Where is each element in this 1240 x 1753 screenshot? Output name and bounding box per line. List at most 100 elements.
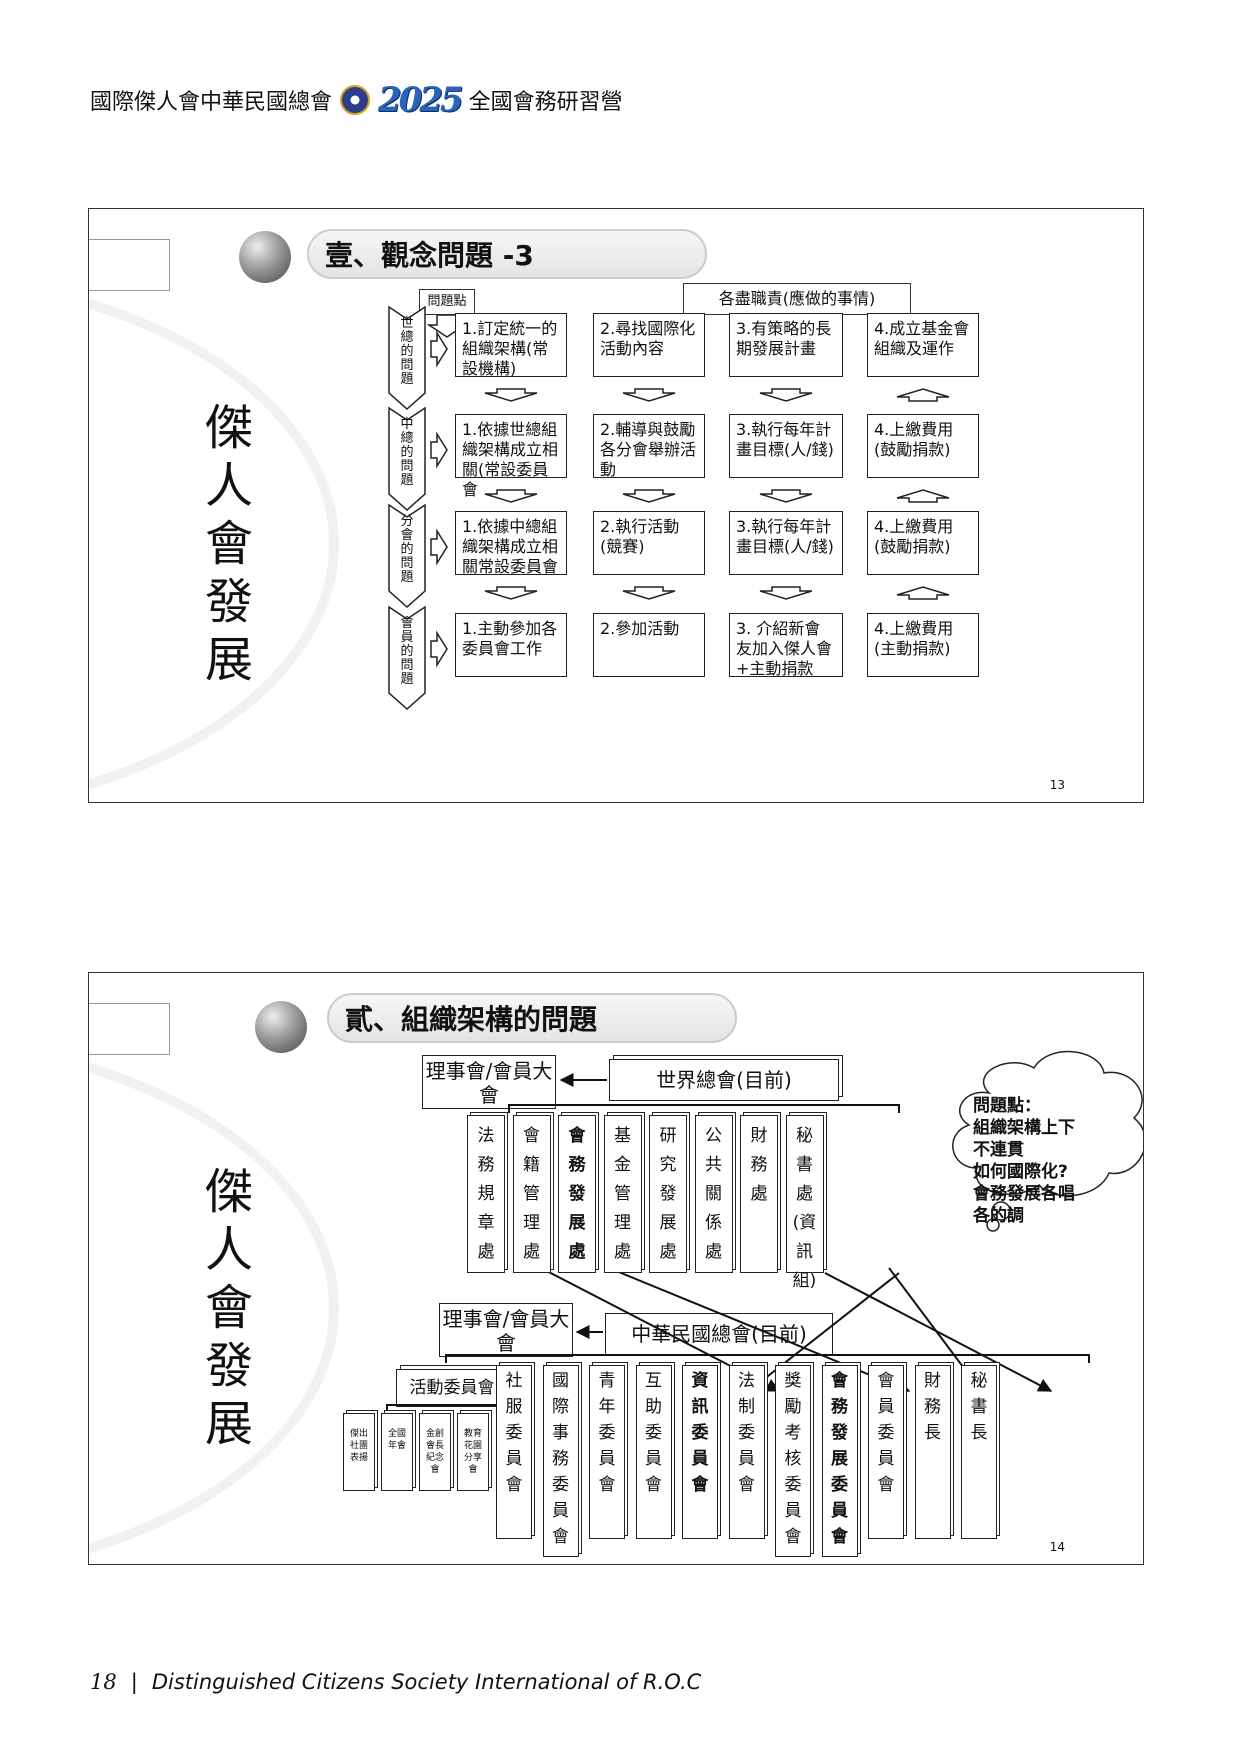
char: 發 <box>659 1184 677 1204</box>
world-dept: 法務規章處 <box>467 1115 505 1273</box>
slide-side-title-2: 傑人會發展 <box>199 1163 259 1453</box>
event-name: 全國會務研習營 <box>468 90 623 115</box>
char: 委 <box>877 1423 895 1443</box>
char: 服 <box>505 1397 523 1417</box>
char: 題 <box>400 672 414 687</box>
char: 會 <box>523 1126 540 1146</box>
char: 表揚 <box>349 1453 368 1463</box>
char: 究 <box>659 1155 677 1175</box>
char: 會務發展各唱 <box>973 1184 1075 1204</box>
problem-callout: 問題點：組織架構上下不連貫如何國際化?會務發展各唱各的調 <box>973 1095 1075 1227</box>
world-dept: 公共關係處 <box>694 1115 733 1273</box>
duty-cell: 4.上繳費用(鼓勵捐款) <box>867 414 979 478</box>
char: 的 <box>400 542 414 557</box>
char: 傑 <box>204 1164 253 1220</box>
row-arrow <box>430 528 448 566</box>
char: 考 <box>784 1423 802 1443</box>
char: 會 <box>738 1475 755 1495</box>
title-bullet-icon <box>255 1001 307 1053</box>
flow-arrow <box>896 489 950 503</box>
char: 員 <box>877 1449 895 1469</box>
char: 會 <box>468 1465 478 1475</box>
duty-cell: 4.成立基金會組織及運作 <box>867 313 979 377</box>
char: 處 <box>750 1184 768 1204</box>
char: 會 <box>400 528 414 543</box>
char: 關 <box>705 1184 722 1204</box>
char: 訊 <box>691 1397 709 1417</box>
char: 委 <box>831 1475 848 1495</box>
slide-page-number: 13 <box>1049 778 1065 792</box>
page-header: 國際傑人會中華民國總會 2025 全國會務研習營 <box>90 80 623 120</box>
flow-arrow <box>622 489 676 503</box>
activity-item: 傑出社團表揚 <box>343 1413 375 1491</box>
char: 處 <box>523 1242 540 1262</box>
roc-committee: 法制委員會 <box>728 1365 765 1539</box>
char: 籍 <box>523 1155 540 1175</box>
char: 委 <box>505 1423 523 1443</box>
char: 資 <box>691 1371 709 1391</box>
row-chevron <box>388 305 426 411</box>
char: 訊 <box>796 1242 813 1262</box>
row-chevron <box>388 406 426 512</box>
roc-committee: 獎勵考核委員會 <box>775 1365 811 1557</box>
char: 社 <box>505 1371 523 1391</box>
char: 發 <box>568 1184 586 1204</box>
activity-committee: 活動委員會 <box>396 1369 508 1407</box>
char: 處 <box>659 1242 677 1262</box>
char: 展 <box>659 1213 677 1233</box>
char: 會 <box>598 1475 616 1495</box>
char: 不連貫 <box>973 1140 1024 1160</box>
duty-cell: 1.訂定統一的組織架構(常設機構) <box>455 313 567 378</box>
char: 處 <box>568 1242 586 1262</box>
char: 的 <box>400 644 414 659</box>
char: 管 <box>523 1184 540 1204</box>
row-arrow <box>430 630 448 668</box>
char: 員 <box>831 1501 848 1521</box>
char: 務 <box>552 1449 569 1469</box>
char: 分 <box>400 514 414 529</box>
flow-arrow <box>622 586 676 600</box>
char: 員 <box>552 1501 569 1521</box>
char: 務 <box>750 1155 768 1175</box>
char: 會 <box>691 1475 709 1495</box>
org-name: 國際傑人會中華民國總會 <box>90 90 333 115</box>
flow-arrow <box>759 388 813 402</box>
char: 委 <box>784 1475 802 1495</box>
duty-label: 各盡職責(應做的事情) <box>683 283 911 315</box>
char: 法 <box>477 1126 495 1146</box>
char: 員 <box>691 1449 709 1469</box>
duty-cell: 3.執行每年計畫目標(人/錢) <box>729 511 843 575</box>
char: 務 <box>568 1155 586 1175</box>
char: 互 <box>645 1371 662 1391</box>
world-dept: 會務發展處 <box>558 1115 596 1273</box>
char: 係 <box>705 1213 722 1233</box>
flow-arrow <box>484 586 538 600</box>
title-bullet-icon <box>239 231 291 283</box>
duty-cell: 3.有策略的長期發展計畫 <box>729 313 843 377</box>
duty-cell: 2.執行活動(競賽) <box>593 511 705 575</box>
page-footer: 18 | Distinguished Citizens Society Inte… <box>90 1670 701 1694</box>
char: 委 <box>552 1475 569 1495</box>
world-dept: 秘書處(資訊組) <box>785 1115 824 1291</box>
slide-title: 壹、觀念問題 -3 <box>307 229 707 279</box>
char: (資 <box>792 1213 817 1233</box>
flow-arrow <box>896 586 950 600</box>
char: 公 <box>705 1126 722 1146</box>
char: 題 <box>400 372 414 387</box>
char: 國 <box>552 1371 569 1391</box>
char: 處 <box>614 1242 631 1262</box>
char: 財 <box>924 1371 941 1391</box>
char: 核 <box>784 1449 802 1469</box>
duty-cell: 3.執行每年計畫目標(人/錢) <box>729 414 843 478</box>
char: 章 <box>477 1213 495 1233</box>
duty-cell: 2.參加活動 <box>593 613 705 677</box>
char: 傑 <box>204 400 253 456</box>
char: 發 <box>204 574 253 630</box>
society-emblem-icon <box>340 85 371 115</box>
char: 會 <box>430 1465 440 1475</box>
char: 問 <box>400 556 414 571</box>
char: 傑出 <box>349 1429 368 1439</box>
char: 題 <box>400 570 414 585</box>
slide-org-structure: 傑人會發展 貳、組織架構的問題 理事會/會員大會 世界總會(目前) 理事會/會員… <box>88 972 1144 1565</box>
